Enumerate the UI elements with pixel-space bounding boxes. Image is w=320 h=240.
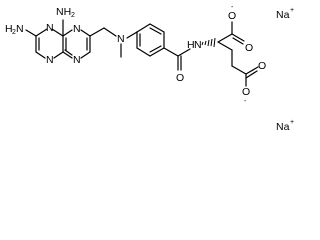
pyrimidine-n-top: N [46, 22, 54, 34]
sodium-top-charge: + [290, 7, 294, 14]
benzene-ring [136, 23, 165, 57]
structure-diagram: NH 2 H 2 N N N N N N H N O - O O O O - N… [5, 4, 294, 133]
amide-o-label: O [176, 72, 184, 84]
carboxylate-top-o-double: O [245, 42, 253, 54]
sodium-bottom-charge: + [290, 119, 294, 126]
sodium-top-label: Na [276, 9, 290, 21]
methylene-bond-1 [89, 27, 105, 37]
amide-n-label: N [194, 39, 202, 51]
amine-left-n: N [16, 23, 24, 35]
amine-left-bond [25, 29, 37, 37]
n-to-benzene-bond [126, 31, 138, 39]
methylene-bond-2 [103, 27, 117, 37]
pyrimidine-n-bottom: N [46, 54, 54, 66]
pyrazine-n-top: N [73, 23, 81, 35]
alpha-to-chain-bond [217, 41, 233, 51]
amide-h-label: H [187, 39, 195, 51]
pyrimidine-ring [35, 28, 67, 59]
amine-left-h: H [5, 23, 13, 35]
carbonyl-to-n-bond [177, 48, 191, 57]
carboxylate-top-charge: - [231, 4, 234, 11]
carboxyl-bottom-double-a [245, 66, 259, 75]
carboxyl-top-double-b [232, 37, 244, 45]
alpha-to-carboxyl-bond [217, 33, 233, 43]
chemical-structure-canvas: NH 2 H 2 N N N N N N H N O - O O O O - N… [5, 3, 295, 133]
carboxylate-bottom-charge: - [244, 98, 247, 105]
amine-top-subscript: 2 [71, 12, 75, 19]
pyrazine-ring [62, 29, 91, 59]
amine-left-subscript: 2 [12, 29, 16, 36]
chain-bond-2 [231, 65, 247, 75]
n-methyl-label: N [117, 33, 125, 45]
carboxylate-top-o-minus: O [228, 10, 236, 22]
benzene-to-carbonyl-bond [163, 47, 179, 57]
carboxyl-top-double-a [231, 33, 245, 42]
carboxylate-bottom-o-minus: O [242, 86, 250, 98]
carboxylate-bottom-o-double: O [258, 60, 266, 72]
sodium-bottom-label: Na [276, 121, 290, 133]
hashed-wedge-bond [201, 37, 216, 48]
pyrazine-n-bottom: N [73, 54, 81, 66]
carboxyl-bottom-double-b [245, 70, 258, 79]
amine-top-label: NH [56, 6, 71, 18]
